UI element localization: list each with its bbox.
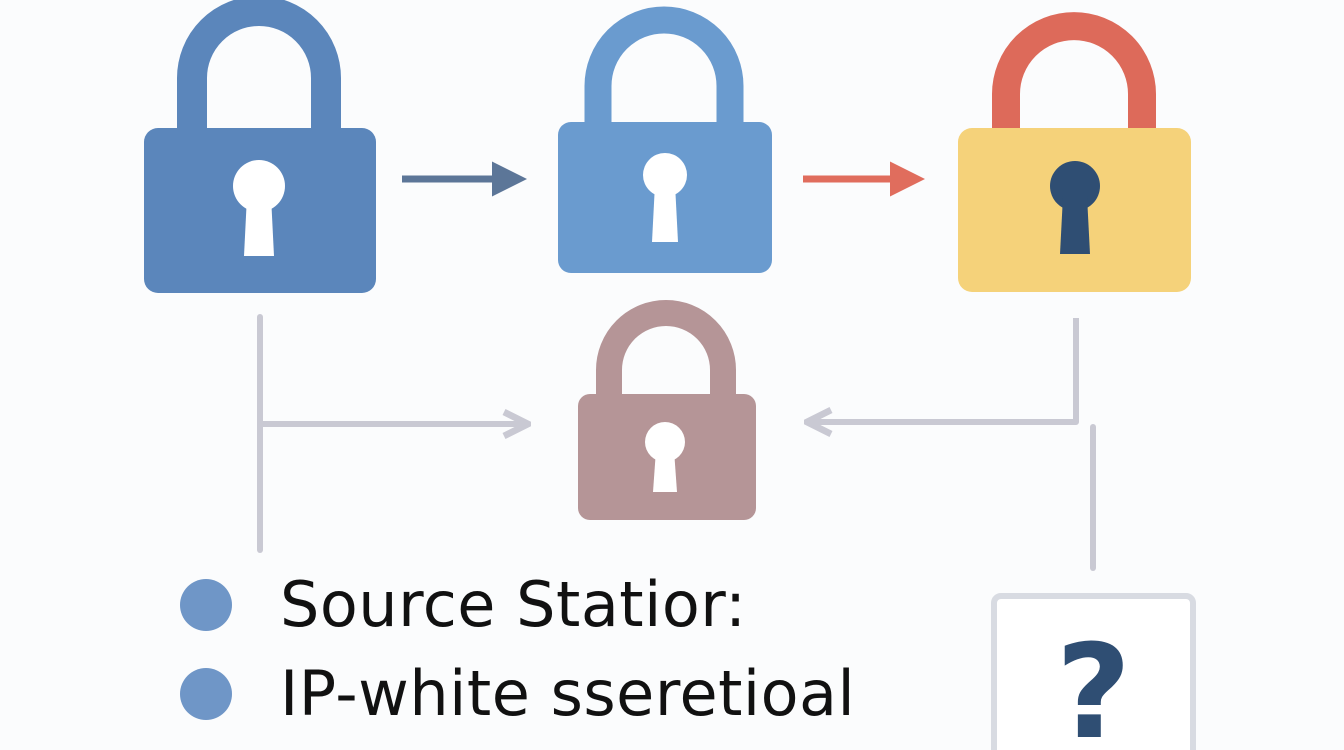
legend-dot-icon: [180, 579, 232, 631]
padlock-icon-result: [578, 300, 756, 520]
legend-item: Source Statior:: [180, 565, 747, 645]
legend-label: IP-white sseretioal: [280, 657, 856, 730]
connector-warning-to-result: [810, 318, 1079, 422]
unknown-box: ?: [991, 593, 1196, 750]
legend-label: Source Statior:: [280, 568, 747, 641]
legend-dot-icon: [180, 668, 232, 720]
padlock-icon-warning: [958, 12, 1191, 292]
connector-source-to-result: [257, 314, 525, 553]
question-mark-icon: ?: [1055, 616, 1132, 750]
padlock-icon-source: [144, 0, 376, 293]
legend-item: IP-white sseretioal: [180, 654, 855, 734]
padlock-icon-intermediate: [558, 6, 772, 273]
